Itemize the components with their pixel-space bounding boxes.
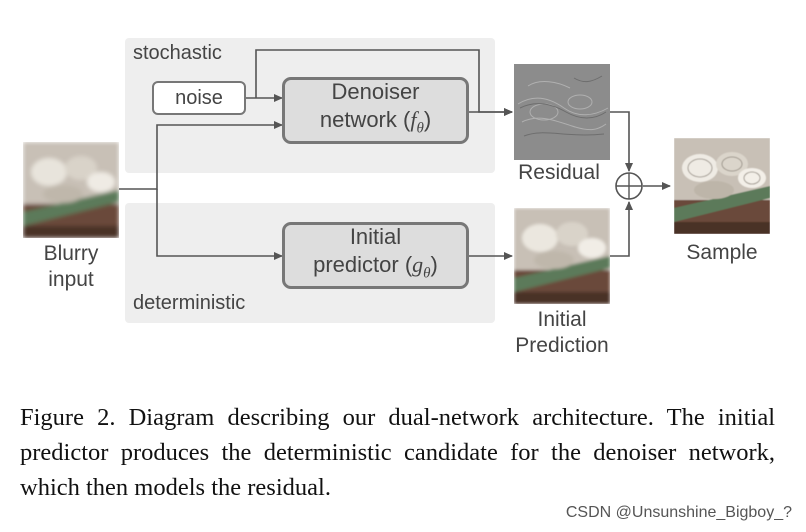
residual-label: Residual — [518, 161, 600, 184]
csdn-watermark: CSDN @Unsunshine_Bigboy_? — [565, 504, 792, 521]
stochastic-label: stochastic — [133, 42, 222, 64]
deterministic-label: deterministic — [133, 292, 246, 314]
sample-image — [674, 138, 770, 234]
initial-prediction-image — [514, 208, 610, 304]
diagram-arrows — [119, 49, 671, 260]
plus-icon — [615, 172, 643, 200]
denoiser-subtitle: network (fθ) — [319, 107, 432, 137]
noise-label: noise — [175, 87, 223, 109]
arrow-residual-to-sum — [610, 111, 633, 172]
predictor-title: Initial — [349, 224, 402, 250]
blurry-input-image — [23, 142, 119, 238]
sample-label: Sample — [686, 241, 758, 264]
denoiser-title: Denoiser — [331, 79, 420, 105]
residual-image — [514, 64, 610, 160]
arrow-input-to-predictor — [156, 189, 283, 260]
denoiser-network-box: Denoiser network (fθ) — [282, 77, 469, 144]
predictor-subtitle: predictor (gθ) — [313, 252, 438, 282]
arrow-initial-to-sum — [610, 201, 633, 257]
arrow-input-to-denoiser — [119, 121, 283, 190]
figure-caption: Figure 2. Diagram describing our dual-ne… — [20, 404, 775, 501]
initial-predictor-box: Initial predictor (gθ) — [282, 222, 469, 289]
noise-box: noise — [152, 81, 246, 115]
